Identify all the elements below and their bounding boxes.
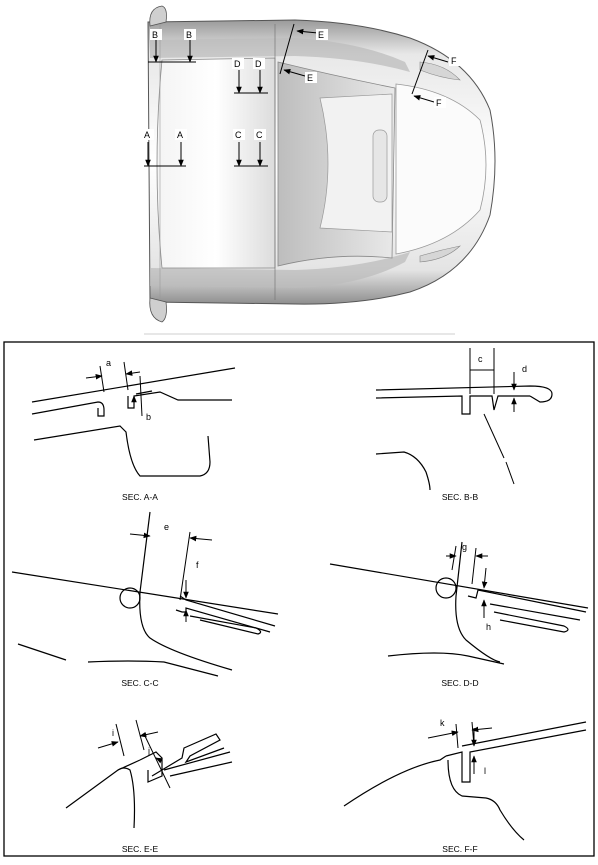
cut-label-c2: C — [256, 130, 263, 140]
cut-label-e1: E — [318, 30, 324, 40]
gap-label-h: h — [486, 622, 491, 632]
gap-label-d: d — [522, 364, 527, 374]
cut-label-b2: B — [186, 30, 192, 40]
section-title-b: SEC. B-B — [442, 492, 479, 502]
section-title-e: SEC. E-E — [122, 844, 159, 854]
hood — [395, 83, 487, 255]
section-a-a: a b SEC. A-A — [31, 358, 236, 502]
section-b-b: c d SEC. B-B — [375, 348, 553, 502]
sections-frame — [3, 341, 595, 857]
headlight-bottom — [419, 245, 461, 263]
headlight-top — [419, 61, 461, 81]
cut-label-c1: C — [235, 130, 242, 140]
cut-label-d2: D — [255, 59, 262, 69]
gap-label-i: i — [112, 728, 114, 738]
cut-label-b1: B — [152, 30, 158, 40]
roof-panel — [156, 57, 276, 269]
gap-label-g: g — [462, 542, 467, 552]
gap-label-l: l — [484, 766, 486, 776]
mirror-bottom — [149, 297, 167, 323]
cut-label-a2: A — [177, 130, 183, 140]
section-title-f: SEC. F-F — [442, 844, 477, 854]
section-title-a: SEC. A-A — [122, 492, 158, 502]
car-cut-marks: B B D D A A C C E E — [142, 23, 461, 167]
body-upper-belt — [150, 38, 410, 72]
section-d-d: g h SEC. D-D — [329, 541, 589, 688]
gap-label-c: c — [478, 354, 483, 364]
cut-label-e2: E — [307, 73, 313, 83]
cut-label-f2: F — [436, 98, 442, 108]
car-top-view — [147, 5, 496, 323]
section-title-c: SEC. C-C — [121, 678, 158, 688]
cut-label-d1: D — [234, 59, 241, 69]
section-c-c: e f SEC. C-C — [11, 511, 279, 688]
section-title-d: SEC. D-D — [441, 678, 478, 688]
gap-label-a: a — [106, 358, 111, 368]
gap-label-j: j — [147, 746, 150, 756]
hood-vent — [372, 129, 388, 203]
cut-label-f1: F — [451, 56, 457, 66]
mirror-top — [149, 5, 167, 27]
gap-label-f: f — [196, 560, 199, 570]
body-lower-belt — [150, 252, 410, 288]
section-f-f: k l SEC. F-F — [343, 718, 587, 854]
gap-label-e: e — [164, 522, 169, 532]
gap-label-k: k — [440, 718, 445, 728]
gap-label-b: b — [146, 412, 151, 422]
cut-label-a1: A — [144, 130, 150, 140]
section-e-e: i j SEC. E-E — [65, 719, 233, 854]
